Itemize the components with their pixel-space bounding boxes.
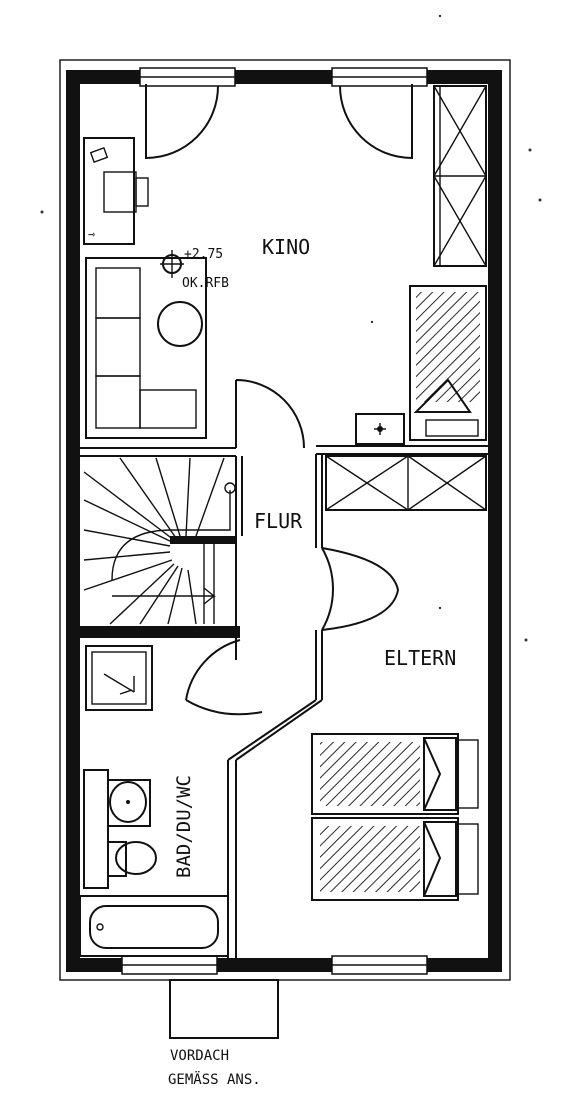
room-label-kino: KINO	[262, 235, 310, 259]
wardrobe-kino	[433, 85, 487, 267]
sink	[83, 769, 151, 889]
bed-eltern-1	[311, 733, 479, 815]
door-kino	[235, 379, 305, 449]
bed-eltern-2	[311, 817, 479, 901]
shower	[85, 645, 153, 711]
room-label-flur: FLUR	[254, 509, 303, 533]
svg-text:⇾: ⇾	[88, 227, 96, 241]
desk: ⇾	[83, 137, 149, 245]
level-reference: OK.RFB	[182, 276, 229, 291]
staircase	[83, 457, 236, 625]
nightstand	[355, 413, 405, 445]
door-eltern	[321, 547, 400, 631]
note-line-2: GEMÄSS ANS.	[168, 1070, 261, 1088]
door-bad	[185, 639, 263, 716]
window-bottom-left	[121, 955, 218, 975]
window-top-left	[139, 67, 236, 87]
window-bottom-right	[331, 955, 428, 975]
scan-speckles	[40, 14, 542, 642]
room-label-bad: BAD/DU/WC	[173, 775, 195, 878]
level-elevation: +2.75	[184, 247, 223, 262]
toilet	[107, 841, 157, 877]
sofa	[85, 257, 207, 439]
bathtub	[79, 895, 229, 957]
window-swing-arcs	[145, 84, 413, 160]
bed-kino	[409, 285, 487, 441]
wardrobe-eltern	[325, 455, 487, 511]
note-line-1: VORDACH	[170, 1048, 229, 1064]
room-label-eltern: ELTERN	[384, 646, 456, 670]
window-top-right	[331, 67, 428, 87]
round-table	[157, 301, 203, 347]
canopy	[169, 979, 279, 1039]
level-marker-icon	[160, 250, 184, 278]
